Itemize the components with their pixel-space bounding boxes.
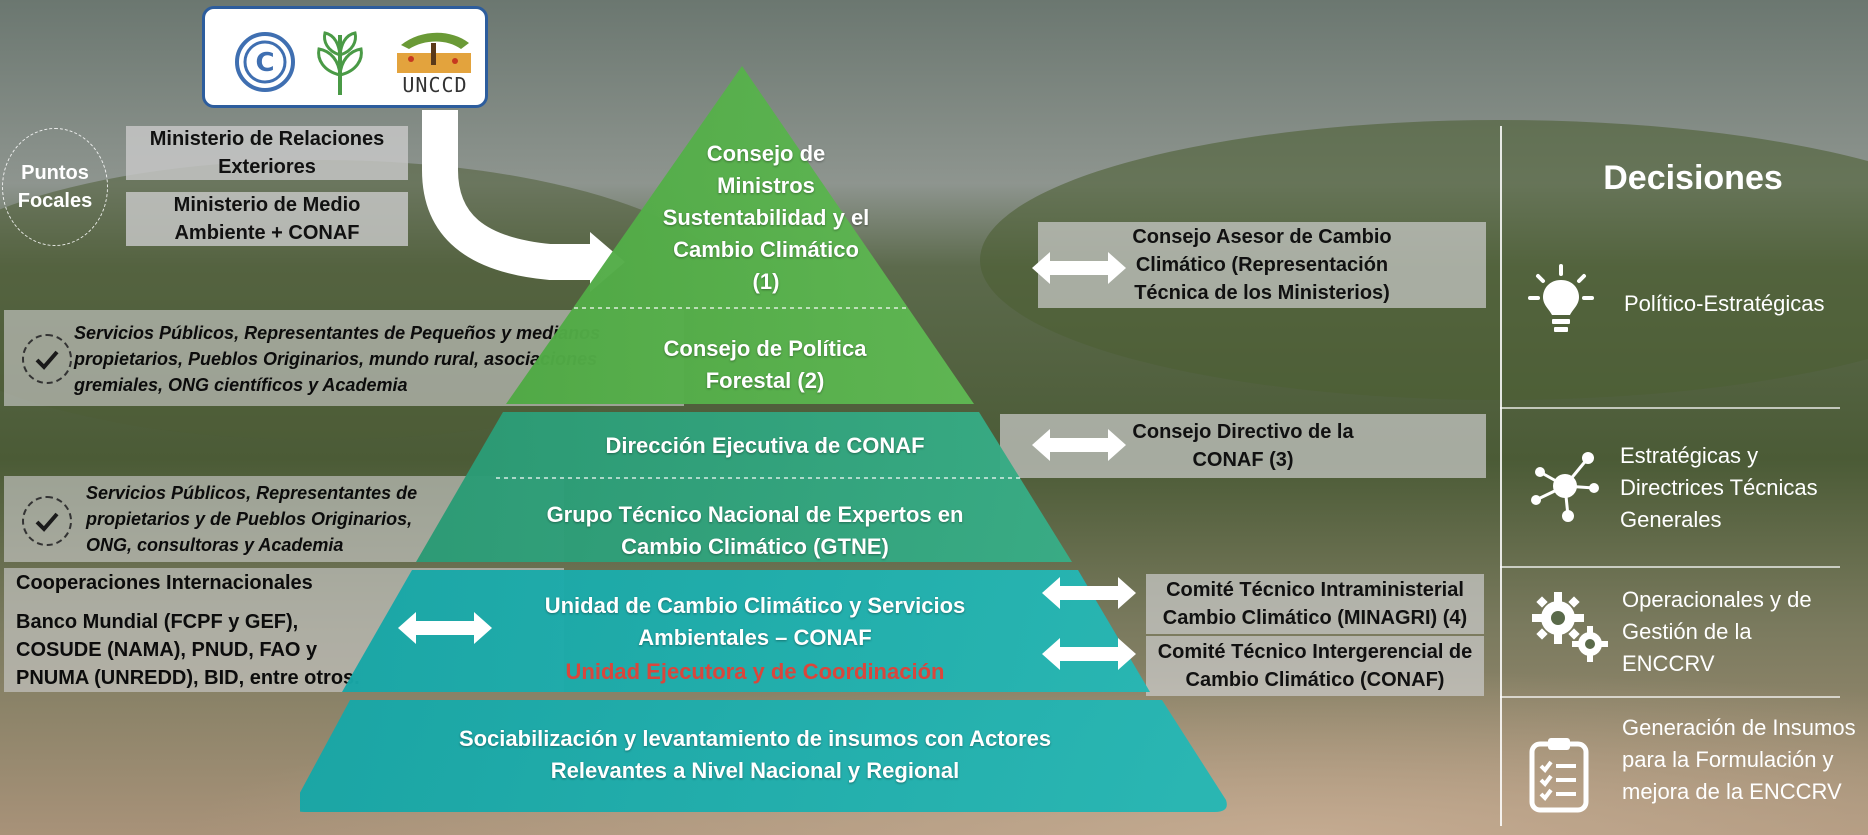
conaf-committee-label: Comité Técnico Intergerencial de Cambio … — [1157, 641, 1473, 691]
svg-text:C: C — [255, 48, 274, 78]
decisions-divider-vertical — [1500, 126, 1502, 826]
double-arrow-icon — [1042, 577, 1136, 609]
minagri-committee-label: Comité Técnico Intraministerial Cambio C… — [1162, 579, 1468, 629]
focal-points-label: Puntos Focales — [17, 162, 93, 212]
pyramid-tier-base — [300, 700, 1227, 812]
international-cooperation-body: Banco Mundial (FCPF y GEF), COSUDE (NAMA… — [16, 611, 360, 689]
decisions-divider — [1500, 407, 1840, 409]
executing-unit-subtitle: Unidad Ejecutora y de Coordinación — [565, 659, 945, 684]
lightbulb-icon — [1528, 264, 1594, 332]
ministry-foreign-affairs-box: Ministerio de Relaciones Exteriores — [126, 126, 408, 180]
pyramid-tier-top — [506, 66, 974, 404]
leaf-logo-icon — [317, 31, 363, 95]
unfccc-logo-icon: C — [235, 32, 295, 92]
double-arrow-icon — [1032, 429, 1126, 461]
double-arrow-icon — [398, 612, 492, 644]
double-arrow-icon — [1042, 638, 1136, 670]
advisory-council-label: Consejo Asesor de Cambio Climático (Repr… — [1132, 226, 1392, 304]
checklist-clipboard-icon — [1529, 738, 1589, 813]
forest-policy-council-label: Consejo de Política Forestal (2) — [663, 336, 867, 393]
check-circle-icon — [22, 496, 72, 546]
pyramid-tier-unit — [342, 570, 1150, 692]
decision-inputs-generation: Generación de Insumos para la Formulació… — [1622, 715, 1856, 804]
decision-strategic-technical: Estratégicas y Directrices Técnicas Gene… — [1620, 443, 1818, 532]
decisions-divider — [1500, 566, 1840, 568]
council-of-ministers-label: Consejo de Ministros Sustentabilidad y e… — [662, 141, 870, 294]
focal-points-circle: Puntos Focales — [2, 128, 108, 246]
decisions-divider — [1500, 696, 1840, 698]
decisions-title: Decisiones — [1603, 159, 1783, 197]
unccd-logo-icon — [397, 32, 471, 73]
ministry-foreign-affairs-label: Ministerio de Relaciones Exteriores — [149, 128, 385, 178]
ministry-environment-box: Ministerio de Medio Ambiente + CONAF — [126, 192, 408, 246]
stakeholders-text-2: Servicios Públicos, Representantes de pr… — [86, 483, 418, 555]
international-cooperation-title: Cooperaciones Internacionales — [16, 572, 313, 594]
conaf-committee-box: Comité Técnico Intergerencial de Cambio … — [1146, 636, 1484, 696]
gtne-label: Grupo Técnico Nacional de Expertos en Ca… — [546, 502, 964, 559]
gears-icon — [1532, 592, 1608, 662]
pyramid-tier-middle — [416, 412, 1072, 562]
network-hub-icon — [1531, 452, 1599, 522]
stakeholders-text-1: Servicios Públicos, Representantes de Pe… — [74, 323, 601, 395]
conaf-board-label: Consejo Directivo de la CONAF (3) — [1132, 421, 1354, 471]
decision-operational: Operacionales y de Gestión de la ENCCRV — [1622, 587, 1812, 676]
check-circle-icon — [22, 334, 72, 384]
conaf-executive-direction-label: Dirección Ejecutiva de CONAF — [605, 433, 925, 458]
climate-change-unit-label: Unidad de Cambio Climático y Servicios A… — [544, 593, 966, 650]
unccd-logo-label: UNCCD — [402, 73, 468, 97]
ministry-environment-label: Ministerio de Medio Ambiente + CONAF — [173, 194, 361, 244]
governance-pyramid — [300, 66, 1227, 812]
logos-panel: C UNCCD — [202, 6, 488, 108]
minagri-committee-box: Comité Técnico Intraministerial Cambio C… — [1146, 574, 1484, 634]
socialization-label: Sociabilización y levantamiento de insum… — [458, 726, 1052, 783]
decision-political-strategic: Político-Estratégicas — [1624, 291, 1825, 316]
double-arrow-icon — [1032, 252, 1126, 284]
